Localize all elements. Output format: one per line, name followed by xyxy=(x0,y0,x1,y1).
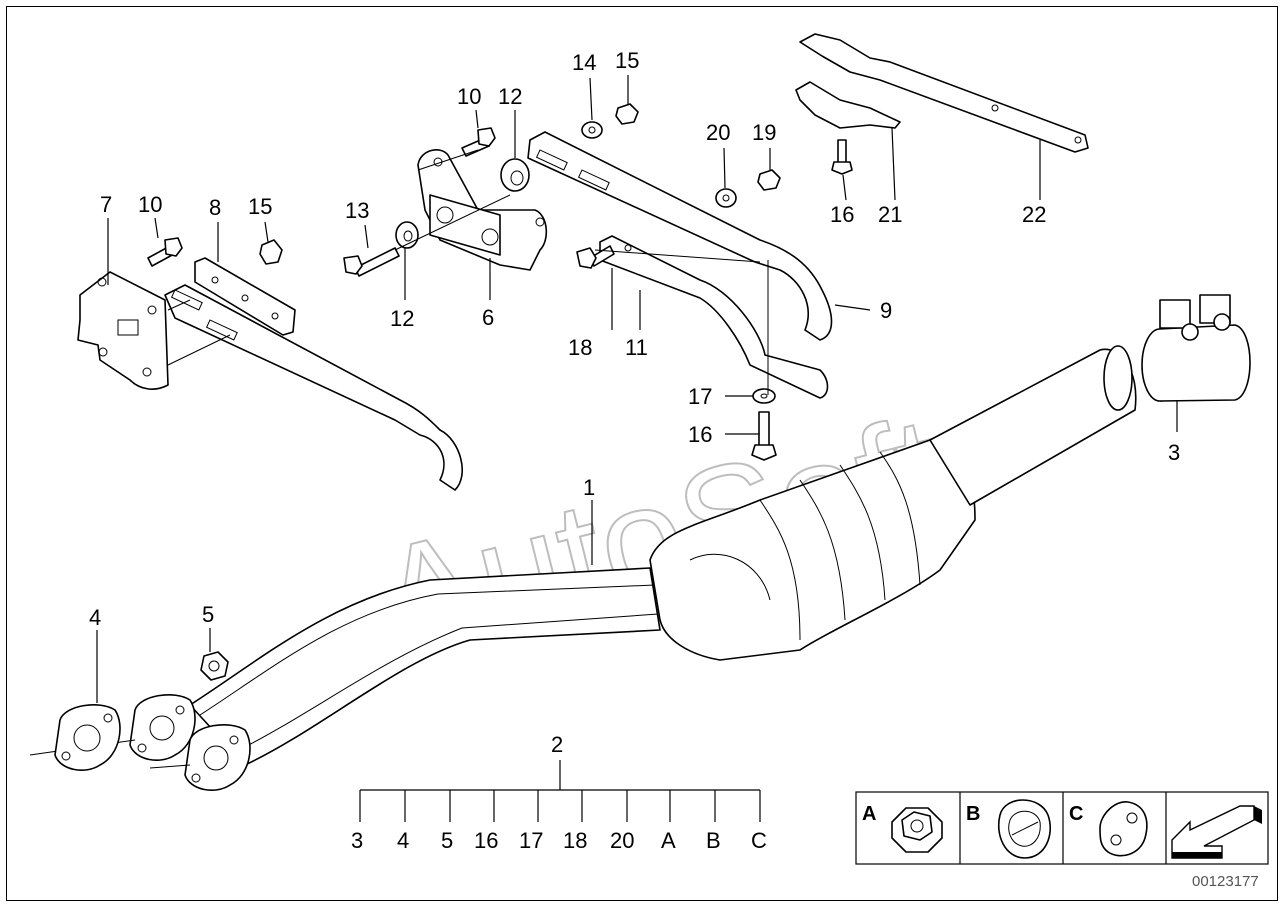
legend-label-c: C xyxy=(1069,803,1083,825)
callout-12-top[interactable]: 12 xyxy=(498,84,522,109)
callout-9[interactable]: 9 xyxy=(880,298,892,323)
washer[interactable] xyxy=(715,188,737,208)
rubber-hanger-icon xyxy=(1099,801,1148,857)
nut[interactable] xyxy=(757,169,781,191)
kit-item[interactable]: 17 xyxy=(519,828,543,853)
washer[interactable] xyxy=(752,388,776,404)
leader-lines xyxy=(96,75,1178,703)
kit-bracket xyxy=(359,760,761,822)
kit-items: 3 4 5 16 17 18 20 A B C xyxy=(351,828,767,853)
callout-6[interactable]: 6 xyxy=(482,305,494,330)
callout-3[interactable]: 3 xyxy=(1168,440,1180,465)
pipe-clamp[interactable] xyxy=(1141,294,1251,402)
kit-item[interactable]: A xyxy=(661,828,676,853)
callout-15-left[interactable]: 15 xyxy=(248,194,272,219)
nut[interactable] xyxy=(259,239,283,265)
bracket-plate[interactable] xyxy=(194,257,296,336)
hex-bolt[interactable] xyxy=(831,139,853,175)
callout-18[interactable]: 18 xyxy=(568,335,592,360)
callout-10-left[interactable]: 10 xyxy=(138,192,162,217)
heat-shield-bracket[interactable] xyxy=(417,149,548,271)
callout-12-lower[interactable]: 12 xyxy=(390,306,414,331)
callout-13[interactable]: 13 xyxy=(345,198,369,223)
callout-20[interactable]: 20 xyxy=(706,120,730,145)
callout-19[interactable]: 19 xyxy=(752,120,776,145)
mounting-bracket-left[interactable] xyxy=(77,271,169,390)
callout-14[interactable]: 14 xyxy=(572,50,596,75)
hex-bolt[interactable] xyxy=(343,247,400,277)
direction-arrow-icon xyxy=(1171,805,1262,859)
callout-21[interactable]: 21 xyxy=(878,202,902,227)
diagram-frame xyxy=(6,6,1278,901)
exhaust-pipe-catalytic-converter[interactable] xyxy=(29,345,1137,791)
hex-bolt[interactable] xyxy=(751,411,777,461)
bracket-strap[interactable] xyxy=(599,235,829,399)
legend-label-a: A xyxy=(862,803,876,825)
hanger-strap[interactable] xyxy=(527,131,833,341)
callout-7[interactable]: 7 xyxy=(100,192,112,217)
hanger-strap-left[interactable] xyxy=(164,284,464,491)
exhaust-gasket[interactable] xyxy=(54,704,121,771)
callout-22[interactable]: 22 xyxy=(1022,202,1046,227)
callout-1[interactable]: 1 xyxy=(583,475,595,500)
callout-2[interactable]: 2 xyxy=(551,732,563,757)
kit-item[interactable]: 16 xyxy=(474,828,498,853)
callout-labels: 1 2 3 4 5 6 7 8 9 10 10 11 12 12 13 14 1… xyxy=(89,48,1180,757)
kit-item[interactable]: 4 xyxy=(397,828,409,853)
callout-16-mid[interactable]: 16 xyxy=(688,422,712,447)
rubber-mount-icon xyxy=(998,799,1052,859)
kit-item[interactable]: B xyxy=(706,828,721,853)
hex-bolt[interactable] xyxy=(461,127,496,157)
callout-17[interactable]: 17 xyxy=(688,384,712,409)
hex-flange-nut-icon xyxy=(891,807,943,853)
legend-label-b: B xyxy=(966,803,980,825)
kit-item[interactable]: 20 xyxy=(610,828,634,853)
callout-11[interactable]: 11 xyxy=(625,335,648,360)
callout-10-top[interactable]: 10 xyxy=(457,84,481,109)
hex-bolt[interactable] xyxy=(576,245,615,269)
callout-4[interactable]: 4 xyxy=(89,605,101,630)
legend-box: A B C xyxy=(855,791,1269,865)
kit-item[interactable]: C xyxy=(751,828,767,853)
hex-nut[interactable] xyxy=(200,651,229,681)
support-bracket[interactable] xyxy=(795,81,901,129)
callout-15-top[interactable]: 15 xyxy=(615,48,639,73)
kit-item[interactable]: 18 xyxy=(563,828,587,853)
nut[interactable] xyxy=(615,103,639,125)
hex-bolt[interactable] xyxy=(147,237,183,267)
washer[interactable] xyxy=(581,121,603,139)
callout-5[interactable]: 5 xyxy=(202,602,214,627)
diagram-code: 00123177 xyxy=(1192,873,1259,890)
callout-16-top[interactable]: 16 xyxy=(830,202,854,227)
kit-item[interactable]: 3 xyxy=(351,828,363,853)
kit-item[interactable]: 5 xyxy=(441,828,453,853)
rubber-bushing[interactable] xyxy=(500,158,530,192)
callout-8[interactable]: 8 xyxy=(209,195,221,220)
long-strap[interactable] xyxy=(799,33,1089,153)
